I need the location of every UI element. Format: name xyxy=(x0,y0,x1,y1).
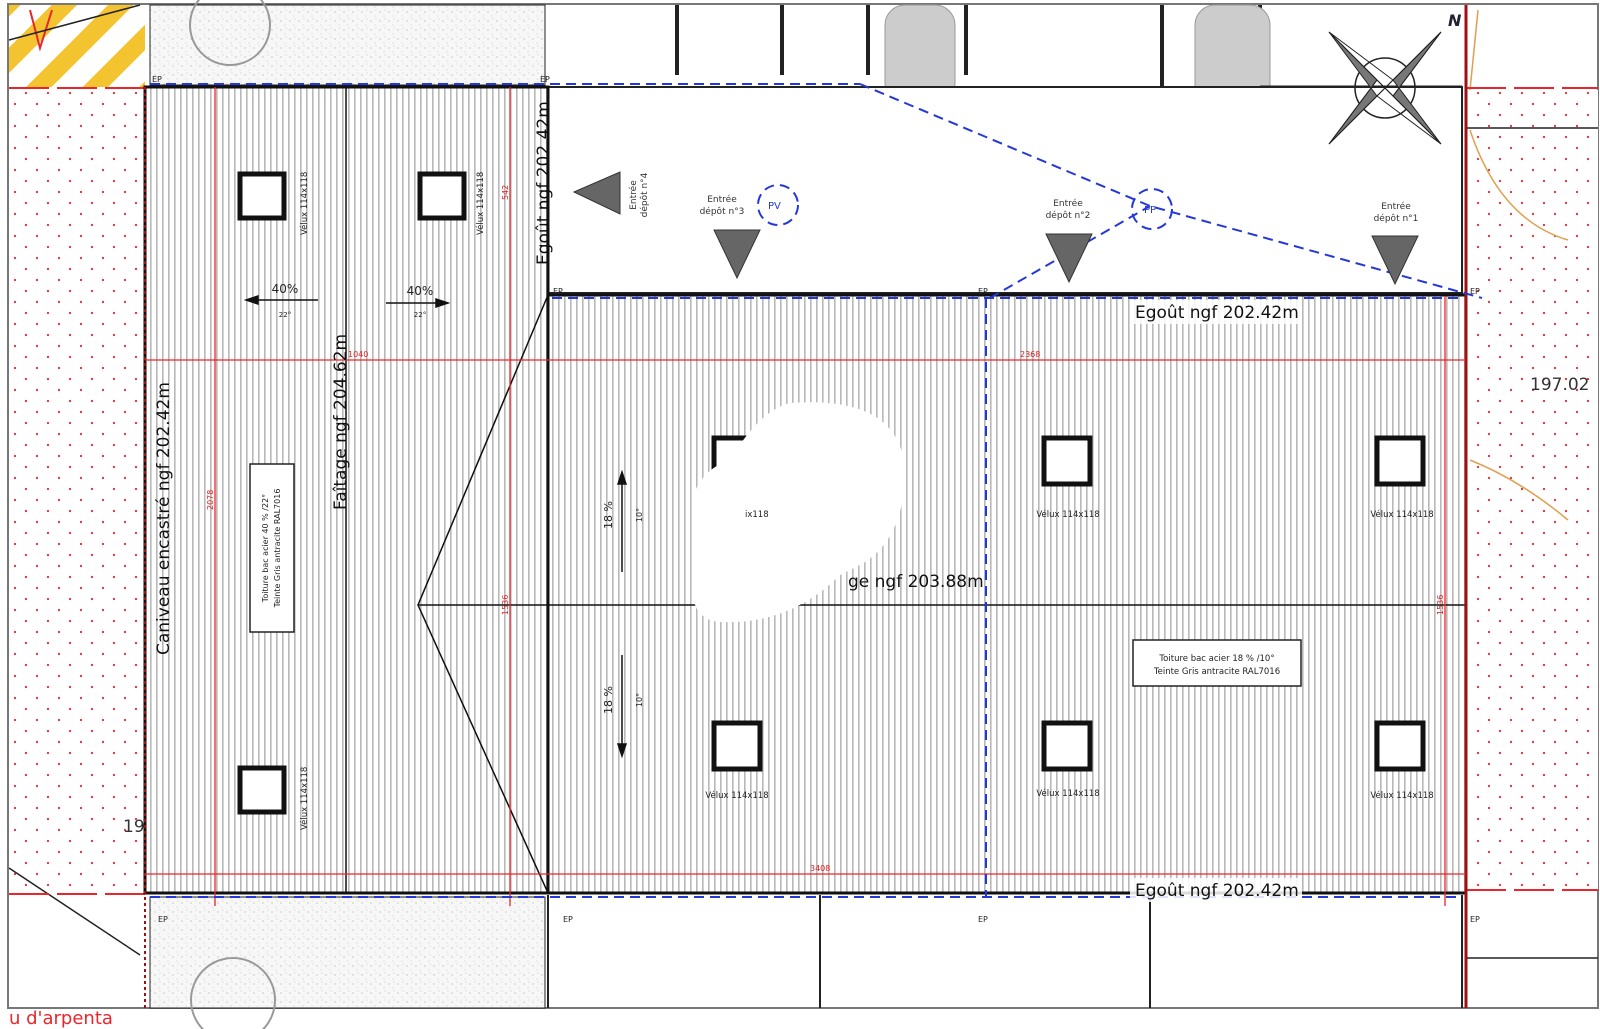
entry-2-label: dépôt n°2 xyxy=(1046,210,1091,221)
gravel-bottom xyxy=(149,896,546,1009)
velux-label: Vélux 114x118 xyxy=(1370,790,1433,801)
pv-label: PV xyxy=(768,201,781,212)
ep-marker: EP xyxy=(1470,287,1480,296)
entry-2-arrow-icon xyxy=(1045,233,1093,284)
ep-marker: EP xyxy=(553,287,563,296)
courtyard xyxy=(547,86,1463,294)
north-label: N xyxy=(1448,11,1462,30)
dim-left: 2078 xyxy=(206,490,215,510)
gutter-label: Caniveau encastré ngf 202.42m xyxy=(154,382,174,655)
pp-label: PP xyxy=(1144,205,1156,216)
ep-marker: EP xyxy=(152,75,162,84)
entry-4-label: Entrée xyxy=(628,180,639,210)
slope-angle: 22° xyxy=(279,311,291,319)
ep-marker: EP xyxy=(158,915,168,924)
velux-window xyxy=(1041,435,1093,487)
velux-window xyxy=(237,765,287,815)
ridge-left-label: Faîtage ngf 204.62m xyxy=(331,334,351,510)
hatched-zone xyxy=(9,5,145,87)
dim-right: 1536 xyxy=(1436,595,1445,615)
entry-1-label: dépôt n°1 xyxy=(1374,213,1419,224)
redaction-blob xyxy=(691,402,905,623)
velux-label: Vélux 114x118 xyxy=(1036,509,1099,520)
tree-icon xyxy=(190,957,276,1029)
dimension-lines xyxy=(145,87,1466,906)
dim-upper: 542 xyxy=(501,185,510,200)
slope-angle: 10° xyxy=(635,693,644,707)
roof-main xyxy=(546,293,1468,895)
velux-window xyxy=(1041,720,1093,772)
ridge-main-label: ge ngf 203.88m xyxy=(848,572,984,592)
entry-3-label: dépôt n°3 xyxy=(700,206,745,217)
slope-percent: 18 % xyxy=(602,501,615,529)
roof-note-main-line2: Teinte Gris antracite RAL7016 xyxy=(1153,667,1280,677)
lawn-left xyxy=(9,90,145,895)
entry-1-label: Entrée xyxy=(1381,201,1411,212)
entry-4-label: dépôt n°4 xyxy=(639,172,650,217)
entry-4-arrow-icon xyxy=(572,171,621,215)
ep-marker: EP xyxy=(563,915,573,924)
entry-3-label: Entrée xyxy=(707,194,737,205)
velux-label: Vélux 114x118 xyxy=(299,172,310,235)
ep-marker: EP xyxy=(978,287,988,296)
roof-note-left xyxy=(249,463,295,633)
velux-label: Vélux 114x118 xyxy=(705,790,768,801)
velux-label: Vélux 114x118 xyxy=(299,767,310,830)
dim-top-right: 2368 xyxy=(1020,350,1040,359)
entry-3-arrow-icon xyxy=(713,229,761,280)
north-arrow-icon xyxy=(1328,31,1442,145)
velux-label-partial: ix118 xyxy=(745,510,769,520)
ep-marker: EP xyxy=(1470,915,1480,924)
velux-window xyxy=(237,171,287,221)
dim-mid: 1536 xyxy=(501,595,510,615)
velux-label: Vélux 114x118 xyxy=(1036,788,1099,799)
spot-level-right: 197.02 xyxy=(1530,375,1589,395)
slope-percent: 40% xyxy=(407,284,434,298)
velux-label: Vélux 114x118 xyxy=(475,172,486,235)
roof-note-main-line1: Toiture bac acier 18 % /10° xyxy=(1158,654,1274,664)
eaves-label-bottom: Egoût ngf 202.42m xyxy=(1135,881,1299,901)
eaves-label-vertical: Egoût ngf 202.42m xyxy=(534,101,554,265)
roof-note-main xyxy=(1132,639,1302,687)
ep-marker: EP xyxy=(540,75,550,84)
velux-window xyxy=(1374,435,1426,487)
tree-icon xyxy=(189,0,271,66)
spot-level-left: 19 xyxy=(123,817,145,837)
entry-1-arrow-icon xyxy=(1371,235,1419,286)
velux-window xyxy=(1374,720,1426,772)
dim-bottom: 3408 xyxy=(810,864,830,873)
dim-top-left: 1040 xyxy=(348,350,368,359)
ep-marker: EP xyxy=(978,915,988,924)
slope-percent: 18 % xyxy=(602,686,615,714)
entry-2-label: Entrée xyxy=(1053,198,1083,209)
eaves-label-top: Egoût ngf 202.42m xyxy=(1135,303,1299,323)
velux-label: Vélux 114x118 xyxy=(1370,509,1433,520)
roof-note-left-line2: Teinte Gris antracite RAL7016 xyxy=(273,489,282,609)
velux-window xyxy=(711,720,763,772)
slope-angle: 10° xyxy=(635,508,644,522)
velux-window xyxy=(417,171,467,221)
slope-percent: 40% xyxy=(272,282,299,296)
gravel-top xyxy=(149,4,546,86)
surveyor-text: u d'arpenta xyxy=(9,1008,113,1029)
slope-angle: 22° xyxy=(414,311,426,319)
roof-note-left-line1: Toiture bac acier 40 % /22° xyxy=(261,494,270,603)
lawn-right xyxy=(1468,90,1598,890)
